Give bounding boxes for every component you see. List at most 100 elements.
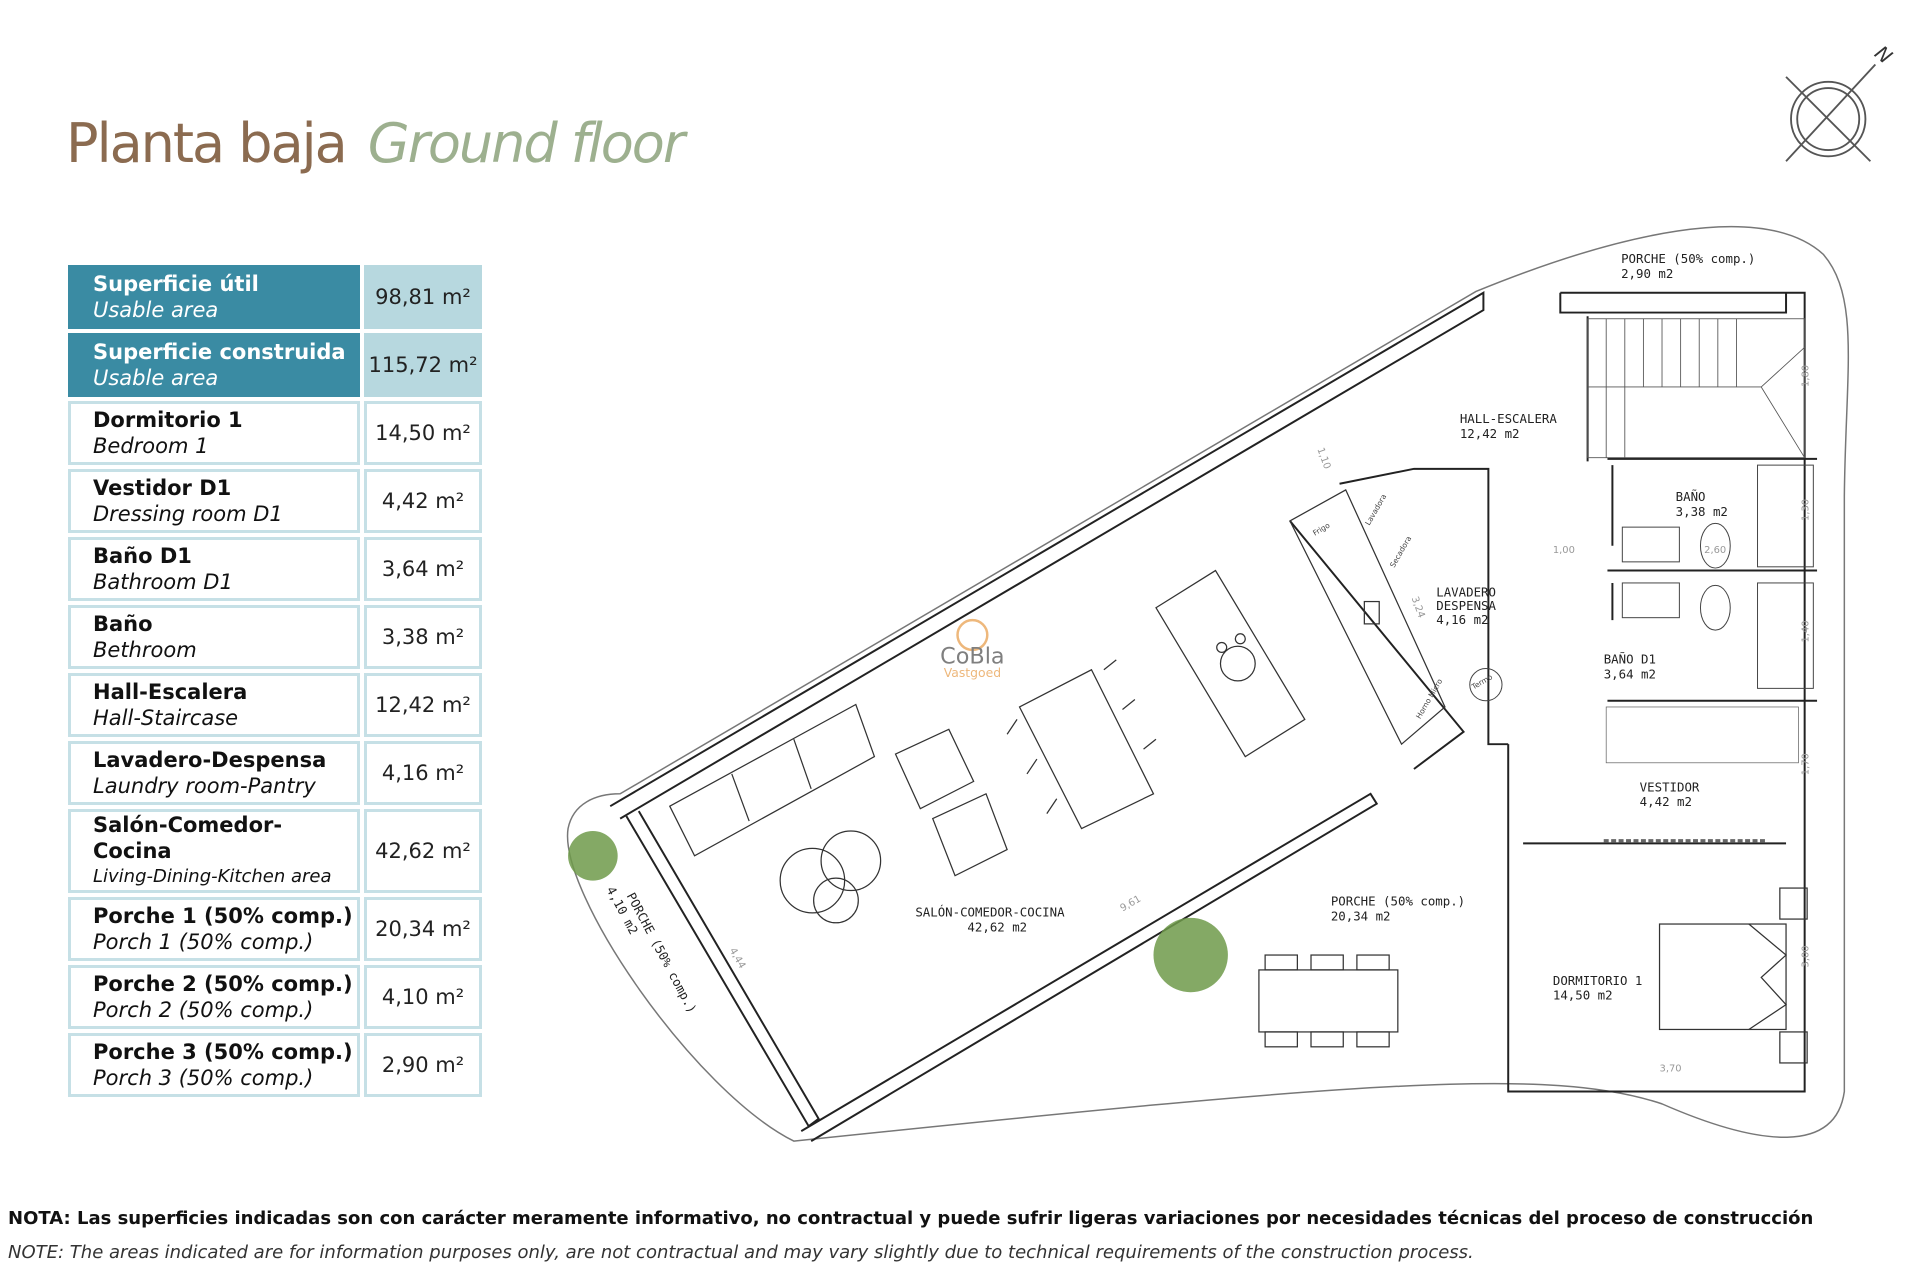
walls bbox=[609, 290, 1818, 1142]
areas-table: Superficie útil Usable area 98,81 m² Sup… bbox=[64, 261, 486, 1101]
page-title: Planta baja Ground floor bbox=[66, 112, 685, 175]
area-name-en: Usable area bbox=[93, 298, 219, 322]
area-name-en: Porch 3 (50% comp.) bbox=[93, 1066, 314, 1090]
area-value: 98,81 m² bbox=[364, 265, 482, 329]
area-name-cell: Salón-Comedor-Cocina Living-Dining-Kitch… bbox=[68, 809, 360, 893]
area-name-cell: Lavadero-Despensa Laundry room-Pantry bbox=[68, 741, 360, 805]
title-english: Ground floor bbox=[367, 112, 685, 175]
area-name-cell: Baño D1 Bathroom D1 bbox=[68, 537, 360, 601]
tree-icon bbox=[568, 831, 618, 881]
area-value: 2,90 m² bbox=[364, 1033, 482, 1097]
area-value: 115,72 m² bbox=[364, 333, 482, 397]
area-name-en: Bedroom 1 bbox=[93, 434, 209, 458]
area-name-es: Porche 2 (50% comp.) bbox=[93, 972, 353, 996]
area-name-es: Dormitorio 1 bbox=[93, 408, 243, 432]
note-spanish: NOTA: Las superficies indicadas son con … bbox=[8, 1208, 1814, 1229]
svg-text:1,80: 1,80 bbox=[1800, 365, 1811, 387]
area-value: 12,42 m² bbox=[364, 673, 482, 737]
area-row: Hall-Escalera Hall-Staircase 12,42 m² bbox=[68, 673, 482, 737]
area-name-en: Usable area bbox=[93, 366, 219, 390]
area-name-es: Porche 3 (50% comp.) bbox=[93, 1040, 353, 1064]
svg-text:2,60: 2,60 bbox=[1704, 545, 1726, 556]
area-row: Vestidor D1 Dressing room D1 4,42 m² bbox=[68, 469, 482, 533]
wardrobe bbox=[1603, 706, 1799, 843]
area-name-es: Porche 1 (50% comp.) bbox=[93, 904, 353, 928]
area-name-en: Porch 1 (50% comp.) bbox=[93, 930, 314, 954]
area-value: 4,42 m² bbox=[364, 469, 482, 533]
area-name-cell: Superficie construida Usable area bbox=[68, 333, 360, 397]
svg-text:1,10: 1,10 bbox=[1314, 446, 1332, 470]
svg-text:Secadora: Secadora bbox=[1388, 534, 1413, 569]
area-name-es: Superficie útil bbox=[93, 272, 259, 296]
area-name-cell: Vestidor D1 Dressing room D1 bbox=[68, 469, 360, 533]
svg-text:1,70: 1,70 bbox=[1800, 753, 1811, 775]
svg-text:Vastgoed: Vastgoed bbox=[944, 665, 1001, 680]
porch-table bbox=[1258, 954, 1399, 1048]
label-porche-left: PORCHE (50% comp.)4,10 m2 bbox=[604, 877, 700, 1023]
svg-text:3,70: 3,70 bbox=[1660, 1064, 1682, 1075]
area-name-es: Lavadero-Despensa bbox=[93, 748, 327, 772]
area-value: 14,50 m² bbox=[364, 401, 482, 465]
living-furniture bbox=[668, 703, 1008, 924]
area-name-cell: Porche 1 (50% comp.) Porch 1 (50% comp.) bbox=[68, 897, 360, 961]
area-name-en: Dressing room D1 bbox=[93, 502, 283, 526]
area-name-es: Hall-Escalera bbox=[93, 680, 248, 704]
area-row: Porche 3 (50% comp.) Porch 3 (50% comp.)… bbox=[68, 1033, 482, 1097]
area-name-cell: Porche 2 (50% comp.) Porch 2 (50% comp.) bbox=[68, 965, 360, 1029]
svg-text:CoBla: CoBla bbox=[940, 644, 1004, 670]
area-name-cell: Porche 3 (50% comp.) Porch 3 (50% comp.) bbox=[68, 1033, 360, 1097]
area-value: 4,10 m² bbox=[364, 965, 482, 1029]
area-name-es: Baño bbox=[93, 612, 153, 636]
svg-text:3,00: 3,00 bbox=[1800, 945, 1811, 967]
title-spanish: Planta baja bbox=[66, 112, 348, 175]
area-row: Superficie útil Usable area 98,81 m² bbox=[68, 265, 482, 329]
label-porche-main: PORCHE (50% comp.)20,34 m2 bbox=[1331, 893, 1465, 923]
svg-text:1,40: 1,40 bbox=[1800, 620, 1811, 642]
area-name-en: Bethroom bbox=[93, 638, 197, 662]
area-name-en: Porch 2 (50% comp.) bbox=[93, 998, 314, 1022]
area-name-es: Salón-Comedor-Cocina bbox=[93, 813, 283, 863]
compass-icon bbox=[1785, 63, 1877, 162]
dining-table bbox=[1006, 659, 1157, 830]
area-value: 20,34 m² bbox=[364, 897, 482, 961]
tree-icon bbox=[1153, 917, 1228, 993]
note-english: NOTE: The areas indicated are for inform… bbox=[8, 1242, 1474, 1263]
area-row: Baño D1 Bathroom D1 3,64 m² bbox=[68, 537, 482, 601]
area-name-en: Bathroom D1 bbox=[93, 570, 233, 594]
area-row: Salón-Comedor-Cocina Living-Dining-Kitch… bbox=[68, 809, 482, 893]
kitchen-island bbox=[1155, 489, 1446, 758]
area-value: 4,16 m² bbox=[364, 741, 482, 805]
label-porche-top: PORCHE (50% comp.)2,90 m2 bbox=[1621, 251, 1755, 281]
area-name-en: Laundry room-Pantry bbox=[93, 774, 316, 798]
area-name-es: Baño D1 bbox=[93, 544, 192, 568]
svg-text:Lavadora: Lavadora bbox=[1363, 492, 1388, 526]
area-value: 3,64 m² bbox=[364, 537, 482, 601]
area-name-cell: Dormitorio 1 Bedroom 1 bbox=[68, 401, 360, 465]
svg-text:9,61: 9,61 bbox=[1118, 894, 1143, 915]
area-row: Porche 1 (50% comp.) Porch 1 (50% comp.)… bbox=[68, 897, 482, 961]
svg-text:Horno Micro: Horno Micro bbox=[1414, 677, 1444, 721]
bed-icon bbox=[1658, 887, 1808, 1064]
svg-text:3,24: 3,24 bbox=[1409, 595, 1427, 619]
area-row: Superficie construida Usable area 115,72… bbox=[68, 333, 482, 397]
svg-text:1,30: 1,30 bbox=[1800, 499, 1811, 521]
area-name-cell: Baño Bethroom bbox=[68, 605, 360, 669]
area-value: 3,38 m² bbox=[364, 605, 482, 669]
area-row: Porche 2 (50% comp.) Porch 2 (50% comp.)… bbox=[68, 965, 482, 1029]
svg-text:Frigo: Frigo bbox=[1311, 520, 1332, 537]
staircase bbox=[1587, 318, 1806, 459]
svg-text:1,00: 1,00 bbox=[1553, 545, 1575, 556]
area-row: Lavadero-Despensa Laundry room-Pantry 4,… bbox=[68, 741, 482, 805]
area-name-en: Living-Dining-Kitchen area bbox=[93, 866, 332, 887]
area-row: Baño Bethroom 3,38 m² bbox=[68, 605, 482, 669]
area-name-cell: Hall-Escalera Hall-Staircase bbox=[68, 673, 360, 737]
watermark-logo: CoBla Vastgoed bbox=[940, 618, 1005, 680]
